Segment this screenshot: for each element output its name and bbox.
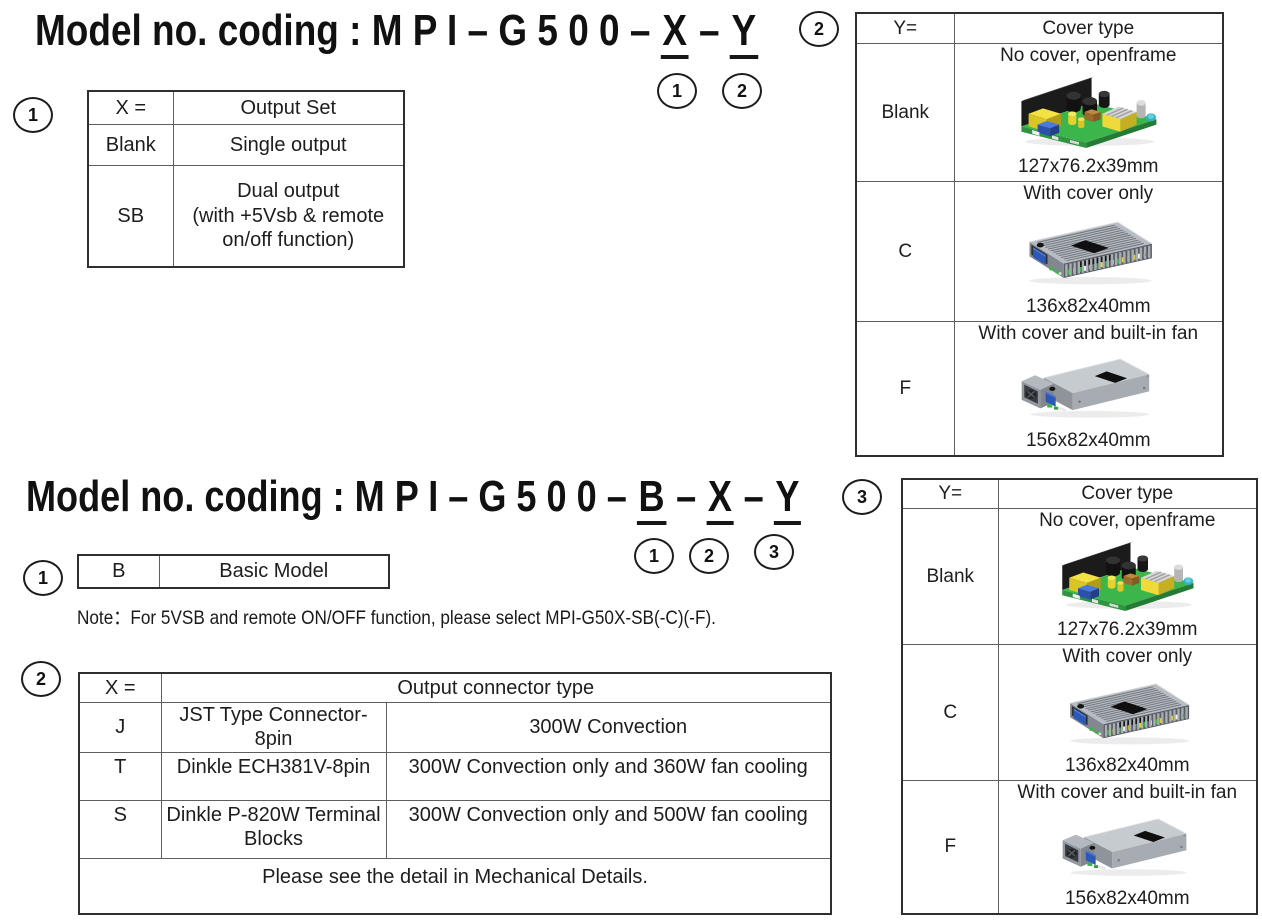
cover-type-table-2: Y= Cover type Blank No cover, openframe … [901,478,1258,915]
code-cell: Blank [87,124,174,166]
callout-circle-2: 2 [722,73,762,109]
openframe-psu-image [1012,76,1164,148]
code-letter-x: X [660,6,689,59]
cover-cell: With cover only 136x82x40mm [953,181,1224,322]
fan-psu-image [1009,354,1167,422]
cover-type-table-1: Y= Cover type Blank No cover, openframe … [855,12,1224,457]
table-footer-cell: Please see the detail in Mechanical Deta… [78,857,832,915]
cover-caption: With cover and built-in fan [978,323,1199,344]
header-code-cell: X = [87,90,174,125]
code-cell: SB [87,165,174,268]
desc-cell: Single output [172,124,405,166]
header-label-cell: Cover type [997,478,1258,509]
code-cell: F [855,321,955,457]
callout-circle-2: 2 [689,538,729,574]
cover-cell: With cover and built-in fan 156x82x40mm [997,780,1258,915]
callout-circle-1: 1 [657,73,697,109]
code-cell: B [77,554,160,589]
cover-cell: No cover, openframe 127x76.2x39mm [953,43,1224,182]
code-cell: Blank [855,43,955,182]
code-cell: J [78,702,162,753]
header-label-cell: Output connector type [160,672,832,703]
code-cell: S [78,799,162,859]
header-code-cell: Y= [901,478,999,509]
table-row: Blank No cover, openframe 127x76.2x39mm [901,508,1258,645]
table-row: X = Output connector type [78,672,832,703]
table-row: T Dinkle ECH381V-8pin 300W Convection on… [78,751,832,801]
cover-caption: With cover only [1062,646,1193,667]
table-row: X = Output Set [87,90,405,125]
connector-desc-cell: 300W Convection only and 360W fan coolin… [385,751,832,801]
fan-psu-image [1048,814,1206,880]
table-row: J JST Type Connector-8pin 300W Convectio… [78,702,832,753]
table-row: Y= Cover type [901,478,1258,509]
cover-dimensions: 127x76.2x39mm [1018,156,1159,178]
note-text: Note：For 5VSB and remote ON/OFF function… [77,607,716,629]
table-row: F With cover and built-in fan 156x82x40m… [855,321,1224,457]
title-separator: – [688,6,730,55]
callout-circle-cover1: 2 [799,11,839,47]
code-letter-x: X [706,472,734,525]
callout-circle-output-set: 1 [13,97,53,133]
basic-model-table: B Basic Model [77,554,390,589]
cover-caption: No cover, openframe [1039,510,1216,531]
callout-circle-cover2: 3 [842,479,882,515]
cover-dimensions: 127x76.2x39mm [1057,619,1198,641]
callout-circle-connector: 2 [21,661,61,697]
section1-title: Model no. coding : M P I – G 5 0 0 – X –… [35,6,758,59]
code-letter-y: Y [729,6,758,59]
cover-caption: No cover, openframe [1000,45,1177,66]
title-prefix: Model no. coding : M P I – G 5 0 0 – [26,472,637,521]
header-code-cell: X = [78,672,162,703]
code-cell: C [855,181,955,322]
openframe-psu-image [1051,541,1203,611]
covered-psu-image [1018,215,1158,287]
cover-dimensions: 136x82x40mm [1025,296,1151,318]
table-row: SB Dual output (with +5Vsb & remote on/o… [87,165,405,268]
code-cell: F [901,780,999,915]
cover-dimensions: 156x82x40mm [1025,430,1151,452]
table-row: Y= Cover type [855,12,1224,44]
output-set-table: X = Output Set Blank Single output SB Du… [87,90,405,268]
code-letter-y: Y [773,472,802,525]
header-label-cell: Cover type [953,12,1224,44]
cover-caption: With cover and built-in fan [1017,782,1238,803]
code-cell: Blank [901,508,999,645]
title-prefix: Model no. coding : M P I – G 5 0 0 – [35,6,661,55]
desc-cell: Basic Model [158,554,390,589]
table-row: C With cover only 136x82x40mm [901,644,1258,781]
title-separator: – [733,472,774,521]
output-connector-table: X = Output connector type J JST Type Con… [78,672,832,915]
table-row: F With cover and built-in fan 156x82x40m… [901,780,1258,915]
callout-circle-1: 1 [634,538,674,574]
table-row: Blank No cover, openframe 127x76.2x39mm [855,43,1224,182]
header-code-cell: Y= [855,12,955,44]
connector-name-cell: Dinkle P-820W Terminal Blocks [160,799,387,859]
connector-desc-cell: 300W Convection only and 500W fan coolin… [385,799,832,859]
desc-cell: Dual output (with +5Vsb & remote on/off … [172,165,405,268]
covered-psu-image [1057,677,1197,747]
section2-title: Model no. coding : M P I – G 5 0 0 – B –… [26,472,802,525]
table-row: S Dinkle P-820W Terminal Blocks 300W Con… [78,799,832,859]
connector-desc-cell: 300W Convection [385,702,832,753]
cover-cell: With cover and built-in fan 156x82x40mm [953,321,1224,457]
cover-cell: No cover, openframe 127x76.2x39mm [997,508,1258,645]
connector-name-cell: JST Type Connector-8pin [160,702,387,753]
header-label-cell: Output Set [172,90,405,125]
cover-caption: With cover only [1023,183,1154,204]
callout-circle-3: 3 [754,534,794,570]
code-letter-b: B [636,472,667,525]
table-row: Blank Single output [87,124,405,166]
table-row: Please see the detail in Mechanical Deta… [78,857,832,915]
cover-dimensions: 136x82x40mm [1064,755,1190,777]
table-row: C With cover only 136x82x40mm [855,181,1224,322]
cover-cell: With cover only 136x82x40mm [997,644,1258,781]
title-separator: – [666,472,707,521]
callout-circle-basic: 1 [23,560,63,596]
cover-dimensions: 156x82x40mm [1064,888,1190,910]
connector-name-cell: Dinkle ECH381V-8pin [160,751,387,801]
code-cell: C [901,644,999,781]
code-cell: T [78,751,162,801]
table-row: B Basic Model [77,554,390,589]
